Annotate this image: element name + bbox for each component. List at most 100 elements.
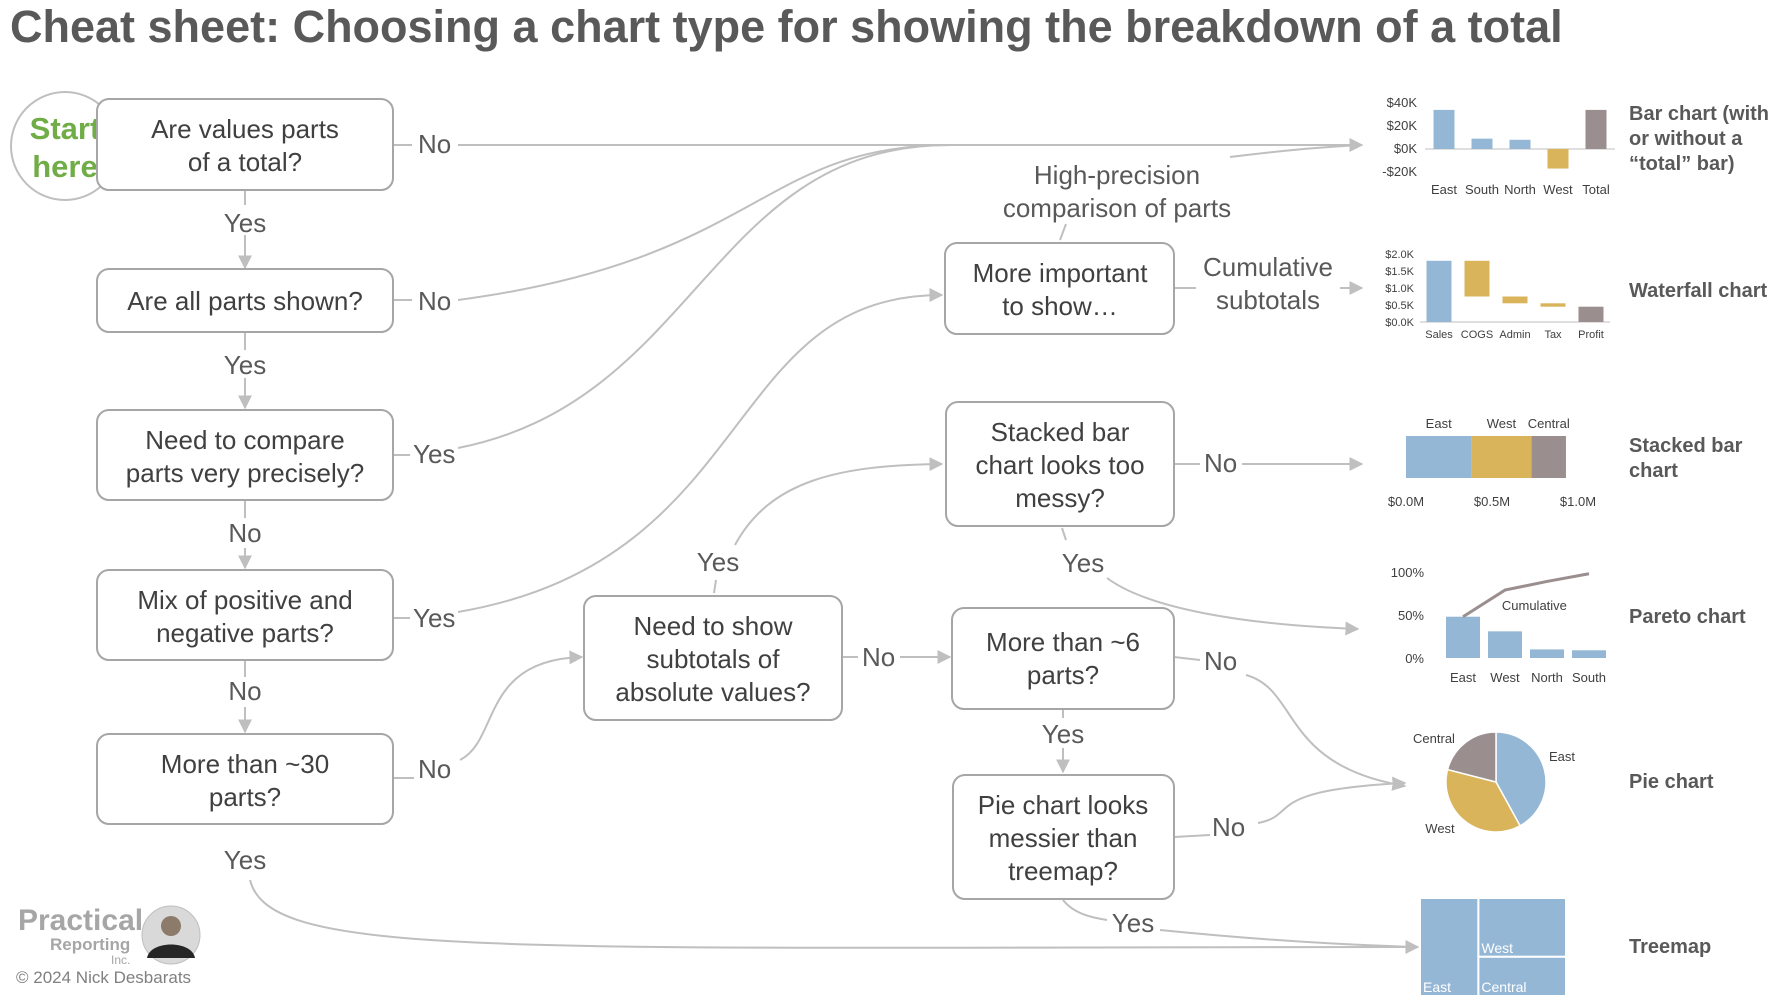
edge-subtotals-yes-stub <box>713 579 717 594</box>
node-more-important: More important to show… <box>944 242 1175 335</box>
node-line: of a total? <box>188 147 302 177</box>
chart-title-waterfall: Waterfall chart <box>1629 280 1768 302</box>
edge-pie-no-stub <box>1173 834 1211 838</box>
node-line: treemap? <box>1008 856 1118 886</box>
node-line: Are values parts <box>151 114 339 144</box>
slice-label: West <box>1425 821 1455 836</box>
edge-label-yes: Yes <box>224 350 266 380</box>
x-tick-label: Tax <box>1544 329 1562 341</box>
treemap-cell <box>1477 955 1568 997</box>
bar <box>1572 650 1606 658</box>
edge-mix-yes-to-important <box>457 288 944 613</box>
bar <box>1426 260 1452 322</box>
node-parts-of-total: Are values parts of a total? <box>96 98 394 191</box>
edge-label-no: No <box>418 129 451 159</box>
edge-label-yes: Yes <box>413 603 455 633</box>
slice-label: Central <box>1413 731 1455 746</box>
edge-label-no: No <box>228 518 261 548</box>
x-tick-label: Sales <box>1425 329 1453 341</box>
x-tick-label: $0.5M <box>1474 494 1510 509</box>
x-tick-label: South <box>1572 670 1606 685</box>
edge-30-yes-to-treemap <box>249 879 1420 955</box>
edge-6-no-stub <box>1173 656 1201 661</box>
node-line: Pie chart looks <box>978 790 1149 820</box>
chart-title-treemap: Treemap <box>1629 936 1711 958</box>
chart-title-pareto: Pareto chart <box>1629 606 1746 628</box>
node-stacked-messy: Stacked bar chart looks too messy? <box>945 401 1175 527</box>
edge-label-no: No <box>1204 646 1237 676</box>
edge-pie-no-to-pie <box>1257 776 1407 824</box>
edge-label-high-precision: comparison of parts <box>1003 193 1231 223</box>
x-tick-label: North <box>1531 670 1563 685</box>
x-tick-label: West <box>1490 670 1520 685</box>
node-mix-pos-neg: Mix of positive and negative parts? <box>96 569 394 661</box>
edge-label-no: No <box>1212 812 1245 842</box>
treemap-cell <box>1419 897 1480 997</box>
edge-label-yes: Yes <box>224 208 266 238</box>
node-line: More than ~30 <box>161 749 329 779</box>
x-tick-label: West <box>1543 182 1573 197</box>
x-tick-label: East <box>1450 670 1476 685</box>
edge-labels: No Yes No Yes Yes No Yes No No Yes Yes N… <box>224 129 1333 938</box>
edge-label-yes: Yes <box>697 547 739 577</box>
node-line: negative parts? <box>156 618 334 648</box>
x-tick-label: $1.0M <box>1560 494 1596 509</box>
edge-subtotals-yes-to-messy <box>734 457 944 546</box>
pie-slice <box>1446 731 1497 783</box>
node-line: Stacked bar <box>991 417 1130 447</box>
treemap-label: East <box>1423 979 1451 995</box>
bar <box>1488 631 1522 658</box>
brand-name-3: Inc. <box>111 953 130 967</box>
x-tick-label: COGS <box>1461 329 1493 341</box>
pie-slice <box>1445 768 1522 833</box>
bar <box>1509 139 1531 149</box>
node-pie-messier: Pie chart looks messier than treemap? <box>952 774 1175 900</box>
node-line: absolute values? <box>615 677 810 707</box>
x-tick-label: Total <box>1582 182 1610 197</box>
chart-title-bar: “total” bar) <box>1629 153 1735 175</box>
brand-name-2: Reporting <box>50 935 130 954</box>
brand-name: Practical <box>18 904 143 937</box>
bar <box>1446 616 1480 658</box>
edge-30-no-to-subtotals <box>459 650 584 761</box>
stacked-segment <box>1406 436 1472 478</box>
x-tick-label: South <box>1465 182 1499 197</box>
start-node: Start here <box>10 91 120 201</box>
node-subtotals: Need to show subtotals of absolute value… <box>583 595 843 721</box>
node-line: to show… <box>1002 291 1118 321</box>
edge-label-no: No <box>862 642 895 672</box>
node-all-parts: Are all parts shown? <box>96 268 394 333</box>
node-line: Are all parts shown? <box>127 286 363 316</box>
edge-highprec-to-bar <box>1229 144 1363 158</box>
node-line: parts very precisely? <box>126 458 364 488</box>
node-line: messy? <box>1015 483 1105 513</box>
edge-precise-yes-to-bar <box>457 144 951 449</box>
start-line-1: Start <box>30 111 101 146</box>
node-line: messier than <box>989 823 1138 853</box>
y-tick-label: 100% <box>1391 565 1425 580</box>
y-tick-label: -$20K <box>1382 164 1417 179</box>
cumulative-line <box>1462 572 1590 618</box>
chart-title-stacked: Stacked bar <box>1629 435 1743 457</box>
x-tick-label: Profit <box>1578 329 1604 341</box>
edge-pie-yes-to-treemap <box>1062 899 1419 948</box>
copyright-text: © 2024 Nick Desbarats <box>16 968 191 987</box>
node-compare-precisely: Need to compare parts very precisely? <box>96 409 394 501</box>
node-line: Mix of positive and <box>137 585 352 615</box>
y-tick-label: 0% <box>1405 651 1424 666</box>
bar <box>1540 303 1566 307</box>
edge-label-no: No <box>1204 448 1237 478</box>
y-tick-label: $20K <box>1387 118 1418 133</box>
node-line: parts? <box>209 782 281 812</box>
start-line-2: here <box>32 149 97 184</box>
y-tick-label: $0.5K <box>1385 300 1414 312</box>
segment-label: West <box>1487 416 1517 431</box>
node-line: chart looks too <box>975 450 1144 480</box>
y-tick-label: $2.0K <box>1385 249 1414 261</box>
branding: Practical Reporting Inc. © 2024 Nick Des… <box>16 904 201 987</box>
